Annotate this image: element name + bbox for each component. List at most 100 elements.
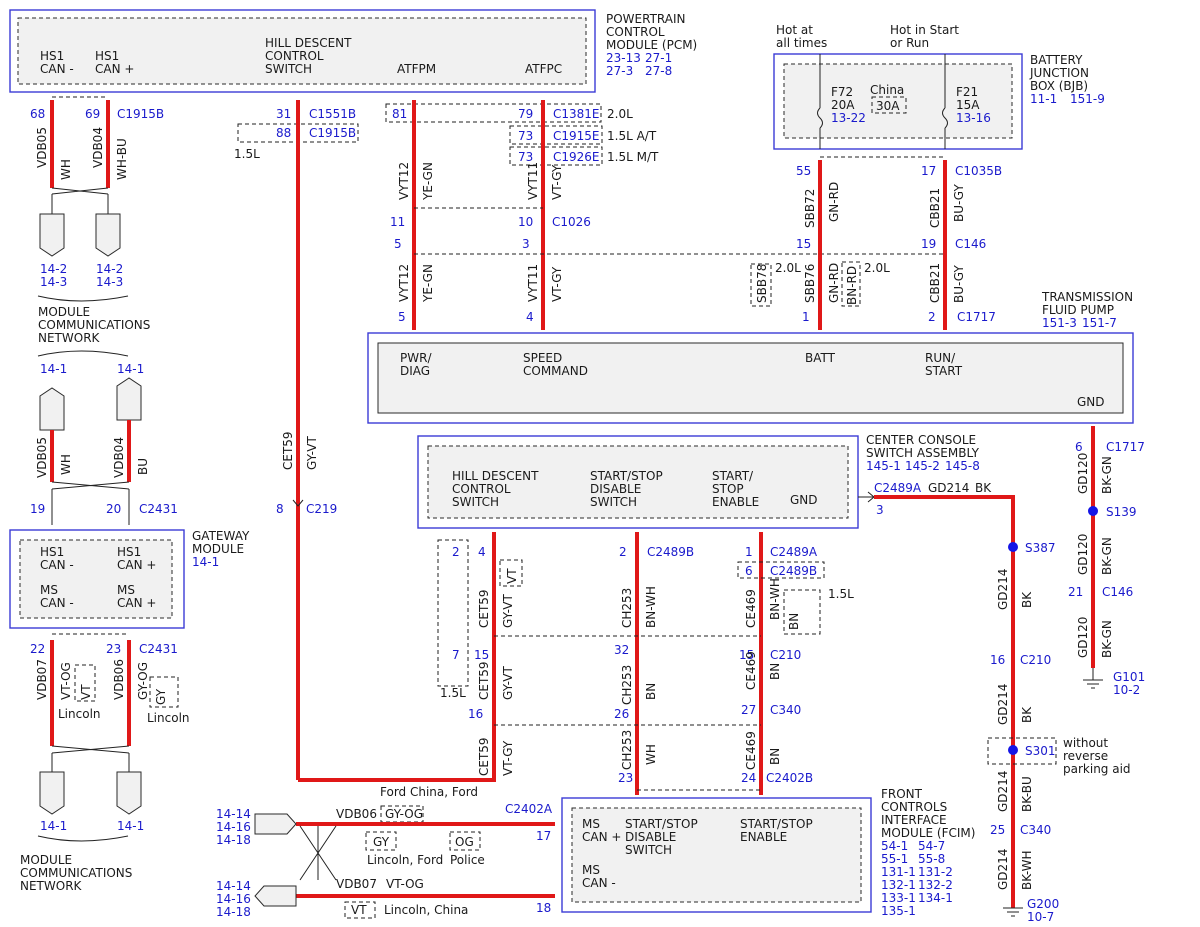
pin-32: 32 — [614, 643, 629, 657]
fuse-f72-icon — [817, 107, 823, 129]
wire-vdb04: VDB04 — [91, 127, 105, 168]
wire-color-bk: BK — [1020, 706, 1034, 723]
lincoln-note: Lincoln — [147, 711, 190, 725]
svg-text:DISABLE: DISABLE — [590, 482, 641, 496]
wire-color-ye-gn: YE-GN — [421, 264, 435, 303]
pcm-hs1-can-plus-label2: CAN + — [95, 62, 134, 76]
bjb-hot-at: Hot at — [776, 23, 813, 37]
note-1-5l: 1.5L — [828, 587, 854, 601]
svg-text:BATT: BATT — [805, 351, 836, 365]
wire-vdb05: VDB05 — [35, 437, 49, 478]
svg-text:START: START — [925, 364, 963, 378]
ref-14-2: 14-2 — [40, 262, 67, 276]
fuse-f72-label: F72 — [831, 85, 853, 99]
ground-gd214: S387 GD214 BK 16 C210 GD214 BK S301 with… — [874, 495, 1131, 924]
wire-color-gy-vt: GY-VT — [501, 666, 515, 700]
wire-ch253: CH253 — [620, 730, 634, 770]
console-title: CENTER CONSOLE — [866, 433, 976, 447]
wire-color-bk-wh: BK-WH — [1020, 850, 1034, 890]
connector-c146: C146 — [955, 237, 986, 251]
s301-note3: parking aid — [1063, 762, 1131, 776]
wire-gd214: GD214 — [996, 849, 1010, 890]
connector-arrow-up-icon — [39, 387, 65, 431]
pcm-atfpc-label: ATFPC — [525, 62, 562, 76]
connector-arrow-down-icon — [39, 771, 65, 815]
pin-27: 27 — [741, 703, 756, 717]
wire-color-wh: WH — [59, 454, 73, 475]
wire-color-bu: BU — [136, 458, 150, 475]
connector-c1915e: C1915E — [553, 129, 600, 143]
svg-text:ENABLE: ENABLE — [740, 830, 787, 844]
pin-88: 88 — [276, 126, 291, 140]
connector-arrow-down-icon — [116, 771, 142, 815]
bjb-title3: BOX (BJB) — [1030, 79, 1088, 93]
fcim-ref: 131-2 — [918, 865, 953, 879]
wire-color-gy-vt: GY-VT — [501, 594, 515, 628]
pin-20: 20 — [106, 502, 121, 516]
pcm-hill-descent-label2: CONTROL — [265, 49, 324, 63]
bjb-module: Hot at all times Hot in Start or Run F72… — [773, 23, 1105, 178]
svg-text:DIAG: DIAG — [400, 364, 430, 378]
connector-c1915b: C1915B — [117, 107, 164, 121]
wire-gd120: GD120 — [1076, 534, 1090, 575]
connector-c340: C340 — [1020, 823, 1051, 837]
wire-color-vt-og: VT-OG — [386, 877, 424, 891]
twisted-pair-icon — [299, 825, 337, 881]
wire-vdb07: VDB07 — [336, 877, 377, 891]
pin-2: 2 — [928, 310, 936, 324]
wire-ch253: CH253 — [620, 665, 634, 705]
pin-68: 68 — [30, 107, 45, 121]
wire-cbb21: CBB21 — [928, 263, 942, 303]
wire-sbb76: SBB76 — [803, 264, 817, 303]
ground-icon — [1003, 907, 1023, 917]
svg-text:MS: MS — [40, 583, 58, 597]
fcim-ref: 132-2 — [918, 878, 953, 892]
pin-18: 18 — [536, 901, 551, 915]
svg-text:HS1: HS1 — [117, 545, 141, 559]
note-1-5l-mt: 1.5L M/T — [607, 150, 659, 164]
console-ref: 145-8 — [945, 459, 980, 473]
fuse-f21-label: F21 — [956, 85, 978, 99]
pin-19: 19 — [921, 237, 936, 251]
wire-color-gy: GY — [373, 835, 390, 849]
wire-color-bk-gn: BK-GN — [1100, 620, 1114, 658]
connector-c1551b: C1551B — [309, 107, 356, 121]
svg-text:MS: MS — [582, 863, 600, 877]
wire-color-gy: GY — [154, 688, 168, 705]
wire-gd120: GD120 — [1076, 453, 1090, 494]
pcm-title: POWERTRAIN — [606, 12, 686, 26]
ref-14-1: 14-1 — [40, 819, 67, 833]
mcn-label2: COMMUNICATIONS — [38, 318, 150, 332]
connector-right-icon — [254, 813, 297, 835]
bjb-china-label: China — [870, 83, 904, 97]
pcm-ref: 27-3 — [606, 64, 633, 78]
fcim-title3: INTERFACE — [881, 813, 947, 827]
svg-text:DISABLE: DISABLE — [625, 830, 676, 844]
fcim-ref: 135-1 — [881, 904, 916, 918]
connector-c1915b-alt: C1915B — [309, 126, 356, 140]
wire-gd120: GD120 — [1076, 617, 1090, 658]
wire-ch253: CH253 — [620, 588, 634, 628]
wire-gd214: GD214 — [996, 771, 1010, 812]
wire-color-bn-wh: BN-WH — [768, 578, 782, 620]
wire-cet59: CET59 — [281, 431, 295, 470]
wire-cbb21: CBB21 — [928, 188, 942, 228]
ref-14-16: 14-16 — [216, 820, 251, 834]
wire-color-bk: BK — [975, 481, 992, 495]
pcm-ref: 23-13 — [606, 51, 641, 65]
wire-color-bk-gn: BK-GN — [1100, 456, 1114, 494]
twisted-pair-icon — [51, 481, 130, 490]
wire-vyt11: VYT11 — [526, 162, 540, 200]
pin-19: 19 — [30, 502, 45, 516]
svg-text:CAN -: CAN - — [582, 876, 616, 890]
pin-69: 69 — [85, 107, 100, 121]
splice-s387 — [1008, 542, 1018, 552]
splice-s139 — [1088, 506, 1098, 516]
twisted-pair-icon — [51, 745, 130, 754]
pcm-module: HS1 CAN - HS1 CAN + HILL DESCENT CONTROL… — [9, 9, 697, 93]
tfp-ref: 151-3 — [1042, 316, 1077, 330]
brace-icon — [37, 295, 129, 302]
lincoln-ford-note: Lincoln, Ford — [367, 853, 443, 867]
connector-c219: C219 — [306, 502, 337, 516]
pin-23: 23 — [106, 642, 121, 656]
